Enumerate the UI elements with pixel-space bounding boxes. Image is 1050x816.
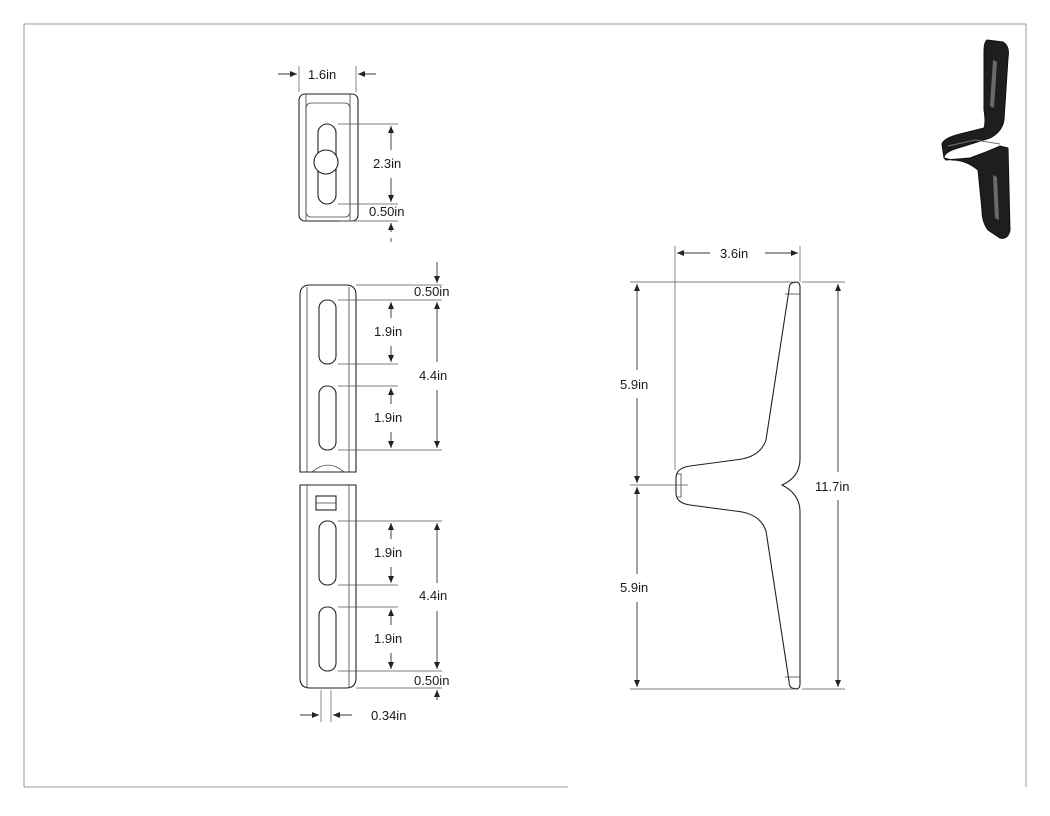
pin-width-dimension: 0.34in [300,690,406,723]
side-width-label: 3.6in [720,246,748,261]
pin-width-label: 0.34in [371,708,406,723]
lower-slot2-label: 1.9in [374,631,402,646]
side-height-dimensions: 5.9in 5.9in 11.7in [620,281,849,690]
front-view-upper-leaf [299,284,357,473]
lower-leaf-dimensions: 1.9in 1.9in 4.4in 0.50in [338,520,449,700]
sheet-border [23,23,1027,788]
upper-top-offset-label: 0.50in [414,284,449,299]
upper-leaf-dimensions: 0.50in 1.9in 1.9in 4.4in [338,262,449,451]
top-view [298,93,359,222]
pin-head-circle [313,149,339,175]
upper-slot2-label: 1.9in [374,410,402,425]
side-total-height-label: 11.7in [815,479,849,494]
isometric-thumbnail [941,39,1011,239]
front-view-lower-leaf [299,471,357,689]
lower-span-label: 4.4in [419,588,447,603]
top-width-dimension: 1.6in [278,66,376,92]
top-slot-length-label: 2.3in [373,156,401,171]
top-slot-offset-label: 0.50in [369,204,404,219]
side-view [675,281,801,690]
top-width-label: 1.6in [308,67,336,82]
side-width-dimension: 3.6in [674,246,801,470]
side-lower-height-label: 5.9in [620,580,648,595]
top-slot-dimension: 2.3in 0.50in [338,123,404,242]
lower-slot1-label: 1.9in [374,545,402,560]
upper-span-label: 4.4in [419,368,447,383]
lower-bottom-offset-label: 0.50in [414,673,449,688]
upper-slot1-label: 1.9in [374,324,402,339]
side-upper-height-label: 5.9in [620,377,648,392]
